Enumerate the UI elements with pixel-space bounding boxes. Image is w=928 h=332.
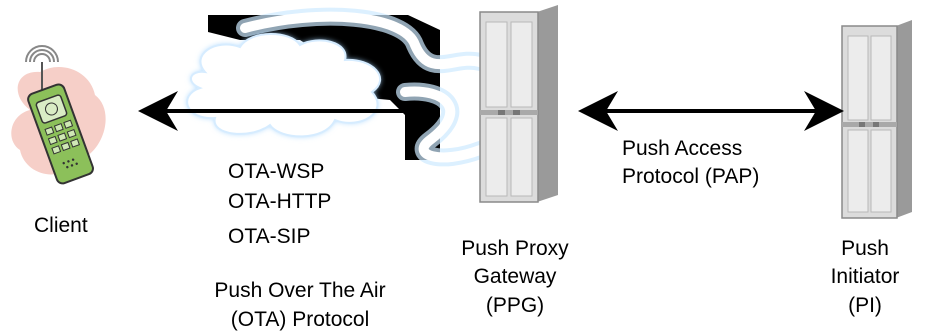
- ppg-label-line3: (PPG): [485, 294, 545, 317]
- pap-label-line2: Protocol (PAP): [622, 165, 760, 188]
- ppg-label-line2: Gateway: [473, 265, 557, 288]
- network-backdrop: [208, 15, 440, 160]
- protocol-ota-http: OTA-HTTP: [228, 190, 332, 213]
- ppg-label-line1: Push Proxy: [461, 237, 569, 260]
- protocol-ota-sip: OTA-SIP: [228, 225, 311, 248]
- pi-server-icon: [841, 20, 912, 219]
- protocol-ota-wsp: OTA-WSP: [228, 160, 325, 183]
- network-swirl: [236, 7, 489, 167]
- mobile-phone-icon: [11, 45, 106, 185]
- client-label: Client: [34, 214, 88, 237]
- ppg-server-icon: [479, 5, 558, 203]
- ota-caption-line1: Push Over The Air: [214, 279, 386, 302]
- pi-label-line2: Initiator: [830, 265, 900, 288]
- pap-label-line1: Push Access: [622, 137, 743, 160]
- ota-caption-line2: (OTA) Protocol: [230, 308, 370, 331]
- pi-label-line1: Push: [841, 237, 889, 260]
- pi-label-line3: (PI): [848, 294, 882, 317]
